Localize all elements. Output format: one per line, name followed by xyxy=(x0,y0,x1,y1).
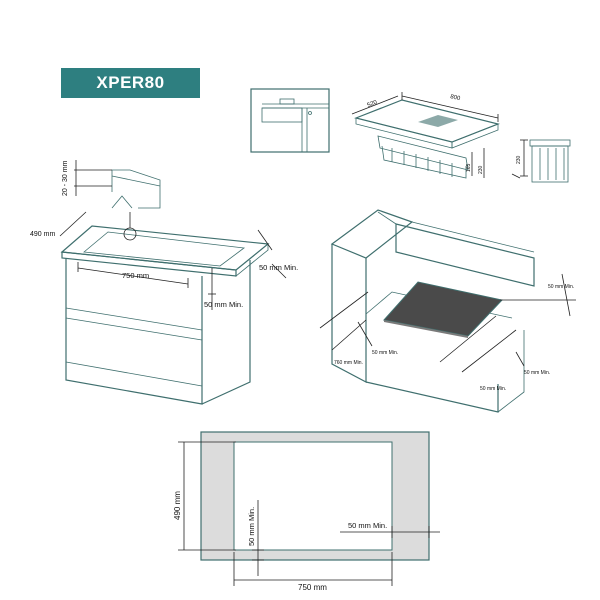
cabinet-drawing xyxy=(59,160,287,405)
cutout-margin-right-label: 50 mm Min. xyxy=(348,521,387,530)
dim-side-height-230: 230 xyxy=(516,155,522,164)
side-profile xyxy=(511,139,571,183)
dim-depth-230: 230 xyxy=(478,165,484,174)
cabinet-width-label: 750 mm xyxy=(122,271,149,280)
dim-width-800: 800 xyxy=(450,94,462,102)
dim-depth-520: 520 xyxy=(367,99,379,108)
product-title: XPER80 xyxy=(61,68,200,98)
cabinet-thickness-label: 20 - 30 mm xyxy=(62,160,69,196)
product-isometric xyxy=(351,92,500,179)
niche-clearance-front-label: 50 mm Min. xyxy=(372,350,398,356)
cabinet-depth-label: 490 mm xyxy=(30,231,55,238)
cabinet-clearance-back-label: 50 mm Min. xyxy=(259,263,298,272)
niche-clearance-side-b-label: 50 mm Min. xyxy=(524,370,550,376)
niche-drawing xyxy=(319,209,576,413)
dim-depth-165: 165 xyxy=(466,163,472,172)
cutout-width-label: 750 mm xyxy=(298,583,327,592)
niche-clearance-side-a-label: 50 mm Min. xyxy=(480,386,506,392)
cutout-plan xyxy=(178,431,440,586)
cutout-height-label: 490 mm xyxy=(173,491,182,520)
niche-clearance-right-label: 50 mm Min. xyxy=(548,284,574,290)
cutout-margin-bottom-label: 50 mm Min. xyxy=(247,507,256,546)
niche-front-depth-label: 760 mm Min. xyxy=(334,360,363,366)
edge-detail-box xyxy=(250,88,330,153)
cabinet-clearance-side-label: 50 mm Min. xyxy=(204,300,243,309)
